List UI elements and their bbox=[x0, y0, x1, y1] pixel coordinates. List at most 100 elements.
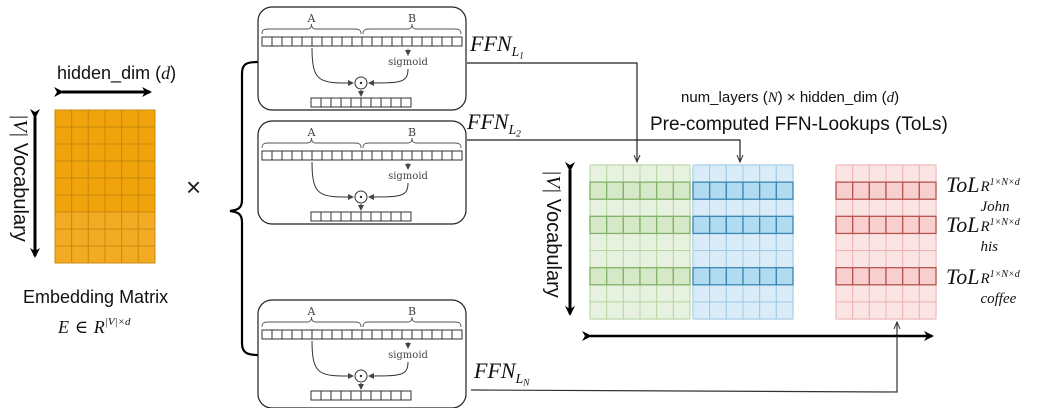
part-b-label: B bbox=[408, 126, 416, 139]
curly-brace bbox=[229, 60, 259, 357]
embedding-cell bbox=[104, 245, 123, 264]
ffn-l1-main: FFN bbox=[470, 31, 512, 56]
tol-cell bbox=[709, 198, 727, 217]
tol-highlight-cell bbox=[639, 267, 658, 286]
tol-coffee-supsup: 1×N×d bbox=[989, 269, 1020, 280]
sigmoid-to-op-arrow bbox=[368, 68, 409, 86]
tol-highlight-cell bbox=[902, 215, 920, 235]
embedding-cell bbox=[71, 211, 89, 230]
tol-highlight-cell bbox=[725, 267, 744, 286]
embedding-cell bbox=[71, 177, 89, 196]
tol-cell bbox=[725, 232, 744, 252]
tol-dims-label: num_layers (N) × hidden_dim (d) bbox=[681, 89, 900, 106]
embedding-cell bbox=[54, 126, 73, 145]
tol-cell bbox=[835, 301, 854, 320]
embedding-cell bbox=[104, 160, 123, 179]
ffn-input-cell bbox=[451, 329, 463, 340]
tol-highlight-cell bbox=[656, 267, 674, 286]
ffn-output-cell bbox=[310, 211, 322, 222]
tol-cell bbox=[709, 284, 727, 303]
embedding-cell bbox=[54, 245, 73, 264]
ffn-input-cell bbox=[361, 150, 373, 161]
sigmoid-label: sigmoid bbox=[388, 57, 428, 68]
ffn-input-cell bbox=[311, 329, 323, 340]
tol-highlight-cell bbox=[672, 181, 691, 200]
embedding-cell bbox=[137, 143, 156, 162]
formula-sup: |V|×d bbox=[104, 316, 131, 328]
tol-cell bbox=[902, 301, 920, 320]
tol-highlight-cell bbox=[622, 215, 641, 235]
tol-cell bbox=[759, 301, 777, 320]
formula-e: E bbox=[58, 317, 69, 337]
ffn-output-cell bbox=[330, 390, 342, 401]
tol-cell bbox=[775, 198, 794, 217]
tol-cell bbox=[885, 250, 904, 269]
tol-cell bbox=[918, 250, 937, 269]
ffn-input-cell bbox=[441, 150, 453, 161]
ffn-input-cell bbox=[321, 36, 333, 47]
tol-cell bbox=[775, 250, 794, 269]
ffn-output-cell bbox=[370, 211, 382, 222]
embedding-cell bbox=[121, 194, 139, 213]
tol-cell bbox=[759, 164, 777, 183]
tol-highlight-cell bbox=[885, 215, 904, 235]
tol-cell bbox=[835, 250, 854, 269]
tol-cell bbox=[902, 164, 920, 183]
ffn-output-cell bbox=[390, 97, 402, 108]
sigmoid-to-op-arrow bbox=[368, 182, 409, 200]
embedding-cell bbox=[71, 194, 89, 213]
ffn-output-cell bbox=[320, 211, 332, 222]
ffn-input-cell bbox=[371, 150, 383, 161]
tol-cell bbox=[775, 301, 794, 320]
tol-cell bbox=[852, 164, 870, 183]
ffn-block-frame bbox=[257, 120, 467, 225]
tol-highlight-cell bbox=[775, 181, 794, 200]
embedding-cell bbox=[137, 228, 156, 247]
tol-cell bbox=[835, 232, 854, 252]
ffn-input-cell bbox=[381, 150, 393, 161]
tol-cell bbox=[692, 198, 711, 217]
tol-highlight-cell bbox=[835, 181, 854, 200]
tol-highlight-cell bbox=[852, 267, 870, 286]
tol-highlight-cell bbox=[902, 181, 920, 200]
tol-highlight-cell bbox=[709, 215, 727, 235]
embedding-cell bbox=[54, 211, 73, 230]
tol-highlight-cell bbox=[692, 215, 711, 235]
tol-cell bbox=[589, 301, 608, 320]
tol-highlight-cell bbox=[742, 267, 761, 286]
embedding-cell bbox=[121, 228, 139, 247]
tol-cell bbox=[709, 301, 727, 320]
tol-vocab-text: Vocabulary bbox=[542, 198, 564, 298]
tol-cell bbox=[902, 198, 920, 217]
part-a-label: A bbox=[307, 305, 317, 318]
tol-highlight-cell bbox=[918, 215, 937, 235]
tol-cell bbox=[852, 250, 870, 269]
tol-cell bbox=[589, 164, 608, 183]
tol-cell bbox=[775, 164, 794, 183]
hadamard-dot bbox=[359, 195, 363, 199]
tol-cell bbox=[672, 198, 691, 217]
formula-r: R bbox=[93, 317, 105, 337]
ffn-input-cell bbox=[371, 36, 383, 47]
embedding-cell bbox=[54, 143, 73, 162]
embedding-cell bbox=[104, 194, 123, 213]
tol-cell bbox=[835, 284, 854, 303]
tol-highlight-cell bbox=[725, 215, 744, 235]
tol-cell bbox=[742, 164, 761, 183]
part-b-label: B bbox=[408, 12, 416, 25]
tol-vocab-bar: |V| bbox=[542, 170, 564, 194]
tol-highlight-cell bbox=[775, 267, 794, 286]
ffn-input-cell bbox=[281, 36, 293, 47]
part-b-label: B bbox=[408, 305, 416, 318]
tol-his-token: his bbox=[980, 239, 998, 255]
tol-highlight-cell bbox=[709, 181, 727, 200]
embedding-cell bbox=[121, 109, 139, 128]
embedding-cell bbox=[121, 211, 139, 230]
tol-cell bbox=[868, 250, 887, 269]
embedding-cell bbox=[71, 126, 89, 145]
tol-highlight-cell bbox=[868, 181, 887, 200]
tol-cell bbox=[835, 164, 854, 183]
tol-cell bbox=[672, 284, 691, 303]
tol-highlight-cell bbox=[918, 267, 937, 286]
ffn-input-cell bbox=[431, 329, 443, 340]
